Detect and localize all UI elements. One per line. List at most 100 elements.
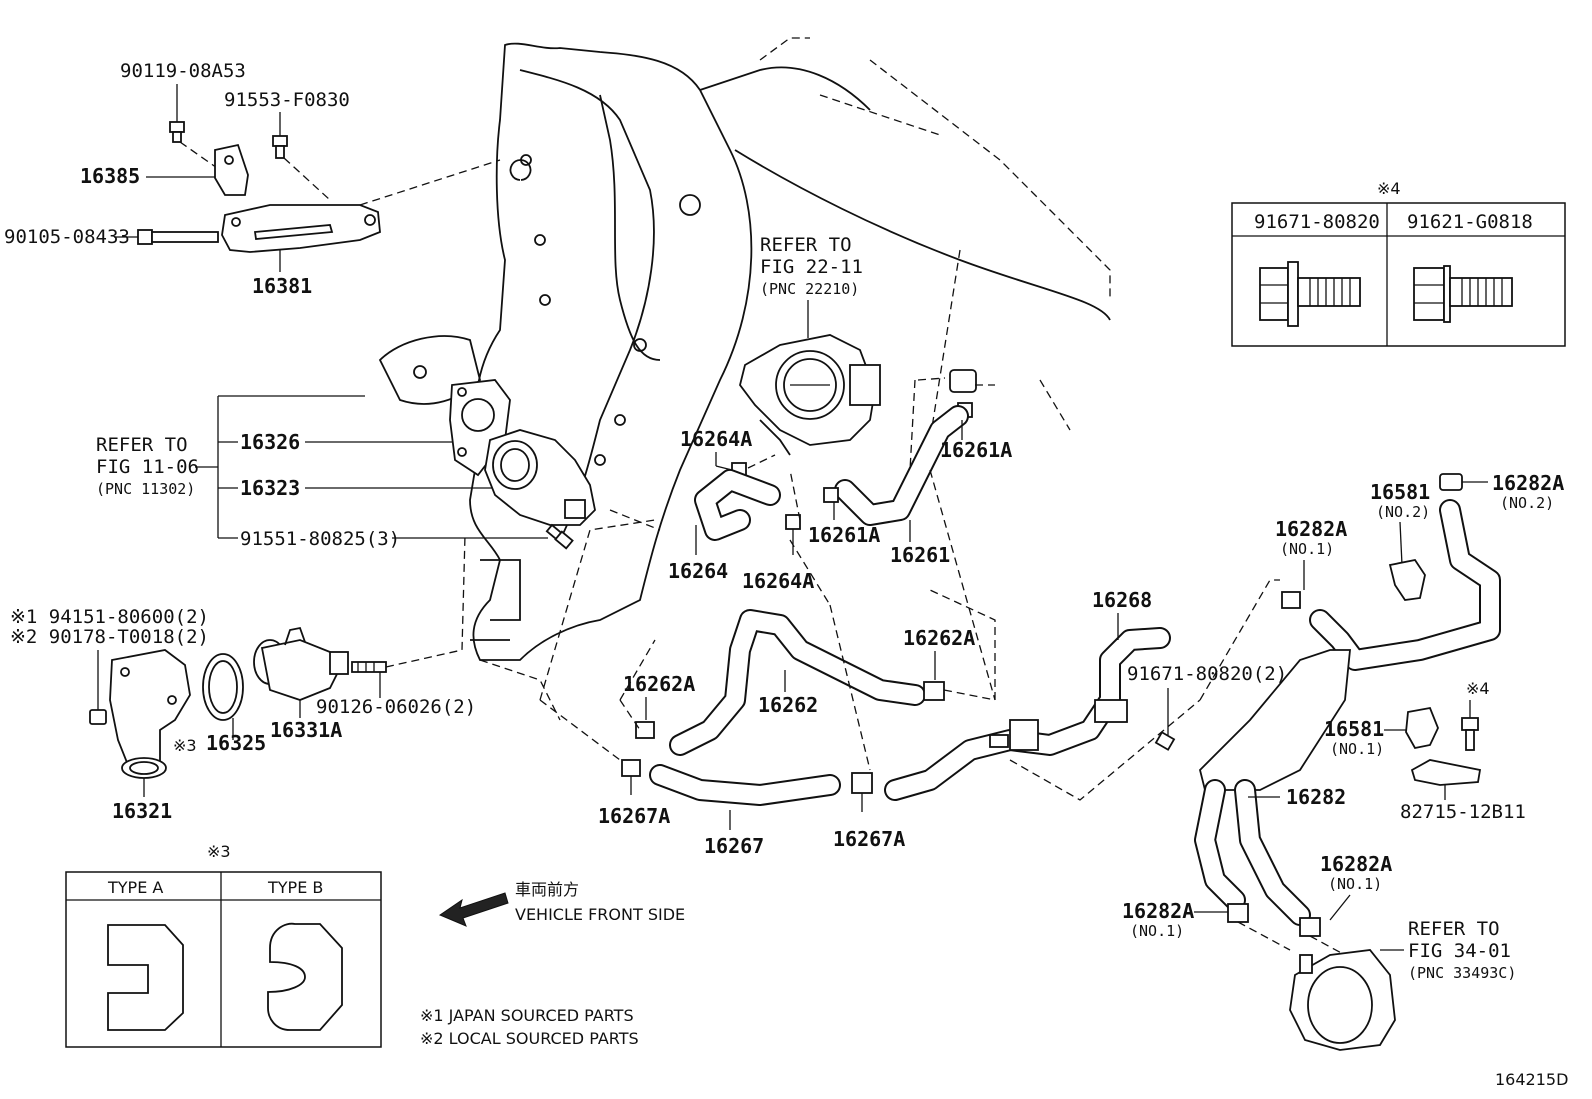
label-94151-80600: ※1 94151-80600(2): [10, 606, 209, 628]
label-91671-80820-mid: 91671-80820(2): [1127, 663, 1287, 685]
hose-16261-group: 16261A 16261A 16261: [808, 369, 1012, 701]
label-90126-06026: 90126-06026(2): [316, 696, 476, 718]
thermostat-group: ※1 94151-80600(2) ※2 90178-T0018(2) ※3 1…: [10, 534, 476, 823]
label-16385: 16385: [80, 164, 140, 188]
label-16321: 16321: [112, 799, 172, 823]
bolt-table-4: ※4 91671-80820 91621-G0818: [1231, 179, 1566, 347]
clamp-16581-no1: [1405, 706, 1439, 750]
label-16264A-top: 16264A: [680, 427, 752, 451]
label-16261A-mid: 16261A: [808, 523, 880, 547]
pipe-16282: [1199, 649, 1351, 791]
refer-fig-34-01-pnc: (PNC 33493C): [1408, 964, 1516, 982]
label-16282A-no1-right-sub: (NO.1): [1328, 875, 1382, 893]
refer-fig-22-11-line2: FIG 22-11: [760, 256, 863, 278]
refer-fig-11-06-pnc: (PNC 11302): [96, 480, 195, 498]
label-16581-no1-sub: (NO.1): [1330, 740, 1384, 758]
label-91553-F0830: 91553-F0830: [224, 89, 350, 111]
gasket-type-b-icon: [267, 922, 343, 1031]
bolt-91553-F0830: [272, 135, 288, 159]
vacuum-pump-group: REFER TO FIG 34-01 (PNC 33493C): [1289, 918, 1516, 1051]
label-16264A-bot: 16264A: [742, 569, 814, 593]
label-16331A: 16331A: [270, 718, 342, 742]
label-16581-no1: 16581: [1324, 717, 1384, 741]
hose-16264-group: 16264A 16264 16264A: [668, 427, 831, 606]
label-90119-08A53: 90119-08A53: [120, 60, 246, 82]
engine-timing-cover: [378, 37, 1111, 721]
label-91551-80825: 91551-80825(3): [240, 528, 400, 550]
refer-fig-34-01-line2: FIG 34-01: [1408, 940, 1511, 962]
notes: ※1 JAPAN SOURCED PARTS ※2 LOCAL SOURCED …: [420, 1006, 639, 1048]
note-1: ※1 JAPAN SOURCED PARTS: [420, 1006, 634, 1025]
label-16268: 16268: [1092, 588, 1152, 612]
label-16264: 16264: [668, 559, 728, 583]
label-16282A-no1-top: 16282A: [1275, 517, 1347, 541]
label-82715-12B11: 82715-12B11: [1400, 801, 1526, 823]
refer-fig-34-01-line1: REFER TO: [1408, 918, 1500, 940]
label-16381: 16381: [252, 274, 312, 298]
label-16282A-no2-sub: (NO.2): [1500, 494, 1554, 512]
refer-fig-11-06-line1: REFER TO: [96, 434, 188, 456]
bolt-91671-80820-icon: [1259, 261, 1361, 327]
throttle-body-group: REFER TO FIG 22-11 (PNC 22210): [739, 234, 881, 456]
bolt-91551-80825: [545, 523, 574, 550]
hose-16267-group: 16267A 16267 16267A: [539, 519, 905, 858]
clamp-16262A-right: [923, 681, 945, 701]
refer-fig-22-11-pnc: (PNC 22210): [760, 280, 859, 298]
table4-mark: ※4: [1377, 179, 1401, 198]
pipe-16268-group: 16268 91671-80820(2): [884, 579, 1287, 801]
label-16325: 16325: [206, 731, 266, 755]
label-16282A-no1-top-sub: (NO.1): [1280, 540, 1334, 558]
label-90105-08433: 90105-08433: [4, 226, 130, 248]
label-16326: 16326: [240, 430, 300, 454]
clamp-16262A-left: [635, 721, 655, 739]
water-inlet-housing-16321: [109, 649, 191, 771]
clamp-16267A-right: [851, 772, 873, 794]
bracket-82715-12B11: [1410, 759, 1482, 786]
bracket-16385: [214, 143, 249, 196]
clamp-16261A-mid: [823, 487, 839, 503]
label-16267: 16267: [704, 834, 764, 858]
bolt-90105-08433: [137, 229, 219, 245]
clamp-16282A-no1-right: [1299, 917, 1321, 937]
refer-fig-22-11-line1: REFER TO: [760, 234, 852, 256]
label-16262: 16262: [758, 693, 818, 717]
refer-fig-11-06-group: REFER TO FIG 11-06 (PNC 11302) 16326 163…: [96, 379, 661, 550]
label-16282A-no1-left: 16282A: [1122, 899, 1194, 923]
stud-90126-06026: [351, 661, 387, 673]
clamp-16581-no2: [1388, 558, 1426, 601]
label-16323: 16323: [240, 476, 300, 500]
diagram-id: 164215D: [1495, 1070, 1568, 1089]
mark-4-side: ※4: [1466, 679, 1490, 698]
vehicle-front-indicator: 車両前方 VEHICLE FRONT SIDE: [438, 880, 685, 927]
table3-mark: ※3: [207, 842, 231, 861]
clamp-16267A-left: [621, 759, 641, 777]
front-label-en: VEHICLE FRONT SIDE: [515, 905, 685, 924]
refer-fig-11-06-line2: FIG 11-06: [96, 456, 199, 478]
label-16581-no2-sub: (NO.2): [1376, 503, 1430, 521]
bolt-90119-08A53: [169, 121, 185, 143]
table3-col1: TYPE A: [107, 878, 163, 897]
table4-col1: 91671-80820: [1254, 211, 1380, 233]
mark-3-side: ※3: [173, 736, 197, 755]
bolt-91621-G0818-side: [1461, 717, 1479, 751]
label-16261A-top: 16261A: [940, 438, 1012, 462]
table4-col2: 91621-G0818: [1407, 211, 1533, 233]
thermostat-16331A: [253, 626, 349, 701]
label-16581-no2: 16581: [1370, 480, 1430, 504]
bracket-group-16381: 90119-08A53 91553-F0830 16385 90105-0843…: [4, 60, 501, 298]
nut-94151: [89, 709, 107, 725]
label-16261: 16261: [890, 543, 950, 567]
gasket-type-table-3: ※3 TYPE A TYPE B: [65, 842, 382, 1048]
label-16282A-no1-right: 16282A: [1320, 852, 1392, 876]
front-arrow-icon: [438, 892, 509, 927]
label-16262A-right: 16262A: [903, 626, 975, 650]
clamp-16282A-no2: [1439, 473, 1463, 491]
hose-16282-group: 16581 (NO.2) 16282A (NO.2) 16282A (NO.1)…: [1122, 471, 1564, 956]
label-90178-T0018: ※2 90178-T0018(2): [10, 626, 209, 648]
front-label-jp: 車両前方: [515, 880, 579, 899]
vacuum-pump: [1289, 949, 1396, 1051]
label-16282A-no1-left-sub: (NO.1): [1130, 922, 1184, 940]
label-16282: 16282: [1286, 785, 1346, 809]
table3-col2: TYPE B: [267, 878, 323, 897]
label-16262A-left: 16262A: [623, 672, 695, 696]
